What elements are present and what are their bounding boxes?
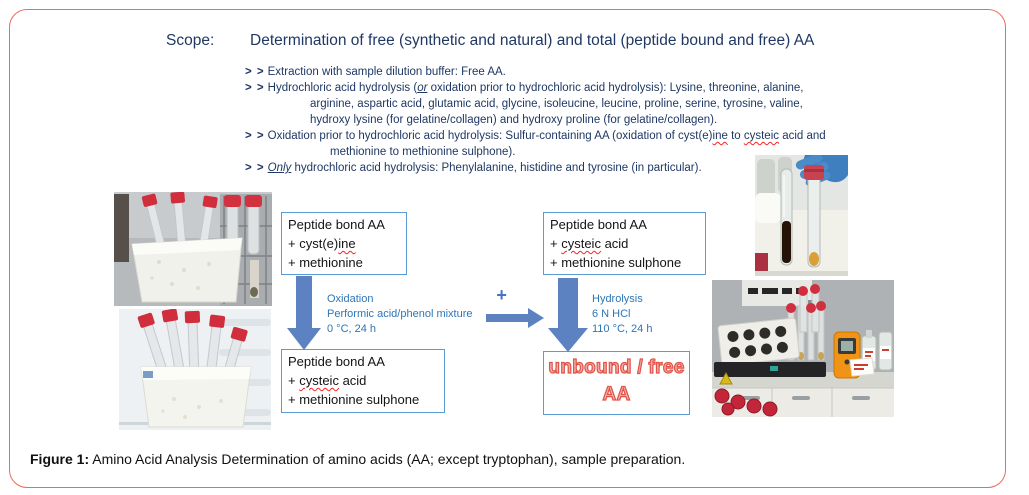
text-segment: Peptide bond AA <box>288 217 385 232</box>
text-segment: cysteic <box>743 130 780 142</box>
bullet-marker: > > <box>245 82 265 94</box>
text-segment: hydroxy lysine (for gelatine/collagen) a… <box>310 114 718 126</box>
text-segment: Oxidation prior to hydrochloric acid hyd… <box>267 130 713 142</box>
text-segment: oxidation prior to hydrochloric acid hyd… <box>427 82 804 94</box>
figure-border <box>9 9 1006 488</box>
bullet-line: > >Only hydrochloric acid hydrolysis: Ph… <box>245 160 925 176</box>
text-segment: Peptide bond AA <box>550 217 647 232</box>
text-segment: acid <box>338 373 367 388</box>
text-segment: ine <box>712 130 728 142</box>
text-segment: cysteic <box>561 236 601 251</box>
photo-ice-bath-tubes <box>114 192 272 306</box>
text-segment: or <box>417 82 428 94</box>
text-segment: arginine, aspartic acid, glutamic acid, … <box>310 98 803 110</box>
flowbox-line: Peptide bond AA <box>288 352 438 371</box>
text-segment: + methionine <box>288 255 363 270</box>
page-title: Determination of free (synthetic and nat… <box>250 32 815 49</box>
flowbox-line: + methionine sulphone <box>550 253 699 272</box>
right-arrow-icon <box>486 308 544 328</box>
caption-prefix: Figure 1: <box>30 451 90 467</box>
text-segment: acid and <box>779 130 826 142</box>
bullet-marker: > > <box>245 130 265 142</box>
down-arrow-oxidation-icon <box>285 276 323 350</box>
text-segment: Peptide bond AA <box>288 354 385 369</box>
text-segment: hydrochloric acid hydrolysis: Phenylalan… <box>291 162 702 174</box>
photo-lab-bench-equipment <box>712 280 894 417</box>
bullet-marker: > > <box>245 162 265 174</box>
text-segment: + <box>550 236 562 251</box>
text-segment: to <box>727 130 744 142</box>
text-segment: Hydrochloric acid hydrolysis ( <box>267 82 418 94</box>
figure-caption: Figure 1: Amino Acid Analysis Determinat… <box>30 451 685 467</box>
result-line-1: unbound / free <box>548 356 685 378</box>
bullet-line: > >Oxidation prior to hydrochloric acid … <box>245 128 925 144</box>
flowbox-line: Peptide bond AA <box>288 215 400 234</box>
scope-label: Scope: <box>166 32 215 49</box>
flowbox-line: + cyst(e)ine <box>288 234 400 253</box>
flowbox-line: + cysteic acid <box>288 371 438 390</box>
text-segment: cysteic <box>299 373 339 388</box>
flowbox-oxidized-products-right: Peptide bond AA + cysteic acid + methionin… <box>543 212 706 275</box>
bullet-line: arginine, aspartic acid, glutamic acid, … <box>245 96 925 112</box>
text-segment: ine <box>338 236 356 251</box>
flowbox-oxidized-products: Peptide bond AA + cysteic acid + methionin… <box>281 349 445 413</box>
text-segment: + <box>288 373 300 388</box>
text-segment: Only <box>267 162 292 174</box>
flowbox-line: + methionine <box>288 253 400 272</box>
flowbox-peptide-cysteine: Peptide bond AA + cyst(e)ine + methionine <box>281 212 407 275</box>
photo-fridge-tubes <box>119 309 271 430</box>
text-segment: + methionine sulphone <box>550 255 682 270</box>
photo-gloved-hand-tubes <box>755 155 848 276</box>
plus-sign: + <box>496 285 507 305</box>
down-arrow-hydrolysis-icon <box>546 278 590 352</box>
oxidation-step-label: Oxidation Performic acid/phenol mixture … <box>327 293 473 335</box>
text-segment: + cyst(e) <box>288 236 339 251</box>
text-segment: methionine to methionine sulphone). <box>330 146 516 158</box>
text-segment: + methionine sulphone <box>288 392 420 407</box>
bullet-line: > >Hydrochloric acid hydrolysis (or oxid… <box>245 80 925 96</box>
flowbox-line: + cysteic acid <box>550 234 699 253</box>
text-segment: Extraction with sample dilution buffer: … <box>267 66 506 78</box>
hydrolysis-step-label: Hydrolysis 6 N HCl 110 °C, 24 h <box>592 293 653 335</box>
result-line-2: AA <box>602 383 631 405</box>
bullet-line: > >Extraction with sample dilution buffe… <box>245 64 925 80</box>
bullet-line: hydroxy lysine (for gelatine/collagen) a… <box>245 112 925 128</box>
flowbox-line: Peptide bond AA <box>550 215 699 234</box>
flowbox-line: + methionine sulphone <box>288 390 438 409</box>
bullet-line: methionine to methionine sulphone). <box>245 144 925 160</box>
result-box-unbound-free-aa: unbound / free AA <box>543 351 690 415</box>
text-segment: acid <box>600 236 629 251</box>
bullet-list: > >Extraction with sample dilution buffe… <box>245 64 925 176</box>
caption-text: Amino Acid Analysis Determination of ami… <box>89 451 686 467</box>
bullet-marker: > > <box>245 66 265 78</box>
